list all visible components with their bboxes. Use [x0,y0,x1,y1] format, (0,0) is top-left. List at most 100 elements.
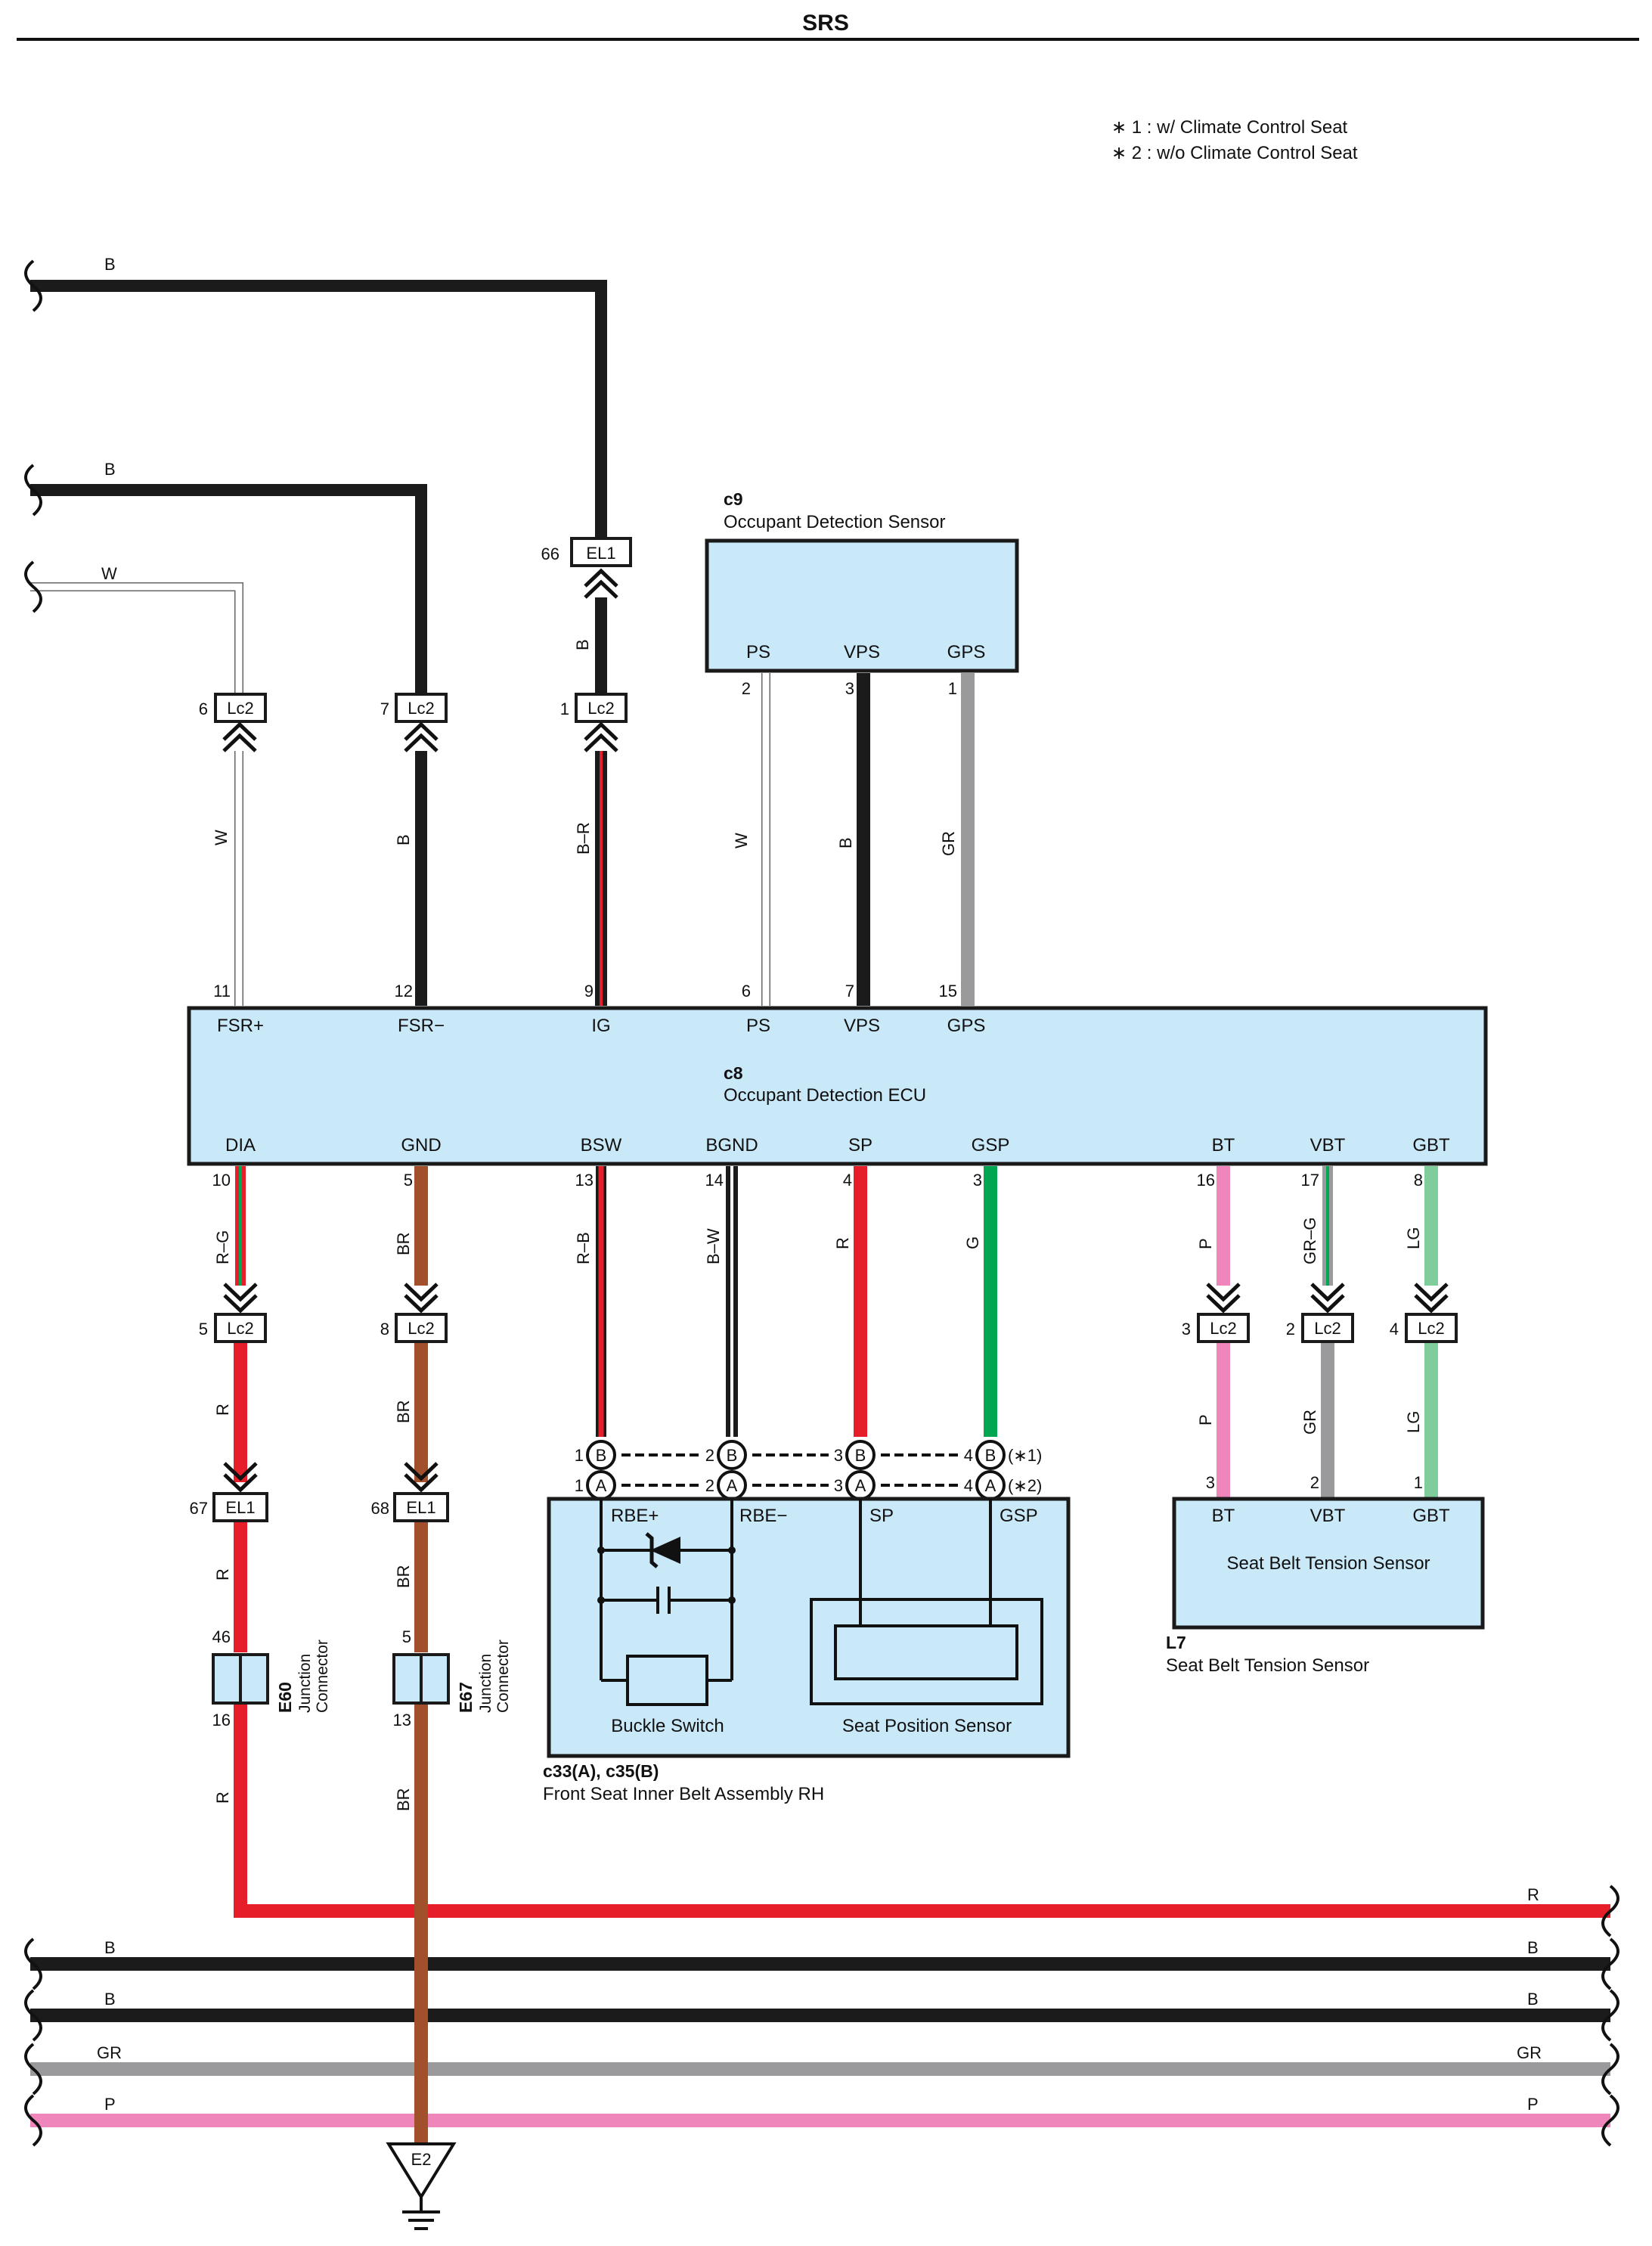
terminal-label: GPS [947,1016,986,1036]
ground-triangle-icon [386,2142,457,2200]
wire-color-label: B [104,460,116,479]
pin-label: 17 [1301,1171,1319,1190]
chevron-up-icon [404,721,439,752]
pin-label: 8 [380,1320,389,1339]
seat-position-sensor [810,1499,1043,1705]
pin-label: 1 [560,700,569,718]
wire-color-label: W [101,564,117,583]
pin-label: 46 [212,1627,231,1646]
break-mark [1601,1885,1619,1937]
connector-letter: A [727,1476,738,1495]
pin-label: 5 [199,1320,208,1339]
wire-color-label: R [1527,1885,1539,1904]
pin-label: 2 [705,1446,714,1465]
connector-el1-ig [570,537,632,567]
wire-color-label: B [394,834,413,845]
connector-letter: A [596,1476,607,1495]
component-name-belt: Front Seat Inner Belt Assembly RH [543,1784,824,1804]
wire-color-label: R–G [213,1230,232,1264]
component-id-c9: c9 [724,489,743,509]
pin-label: 2 [705,1476,714,1495]
connector-label: Lc2 [1210,1319,1236,1338]
terminal-label: PS [746,642,770,662]
chevron-up-icon [222,721,257,752]
wire-color-label: B [836,837,855,848]
pin-label: 3 [834,1446,843,1465]
pin-label: 2 [742,679,751,698]
connector-label: EL1 [406,1498,435,1517]
terminal-label: GSP [1000,1506,1038,1526]
connector-label: EL1 [225,1498,255,1517]
connector-label: Lc2 [408,699,434,718]
wire-color-label: P [1196,1414,1215,1425]
connector-letter: B [855,1446,866,1465]
connector-pin-b2 [717,1440,747,1470]
chevron-down-icon [223,1283,258,1314]
wire-color-label: B [104,1938,116,1957]
pin-label: 1 [575,1446,584,1465]
terminal-label: VPS [844,642,880,662]
wire-b-fsr-minus-upper [30,484,427,718]
wire-color-label: P [104,2095,116,2114]
terminal-label: GSP [972,1135,1010,1156]
pin-label: 3 [1182,1320,1191,1339]
pin-label: 6 [742,982,751,1000]
break-mark [1601,2094,1619,2147]
pin-label: 3 [973,1171,982,1190]
chevron-down-icon [1206,1283,1241,1314]
seat-position-label: Seat Position Sensor [842,1716,1012,1736]
pin-label: 3 [845,679,854,698]
pin-label: 2 [1310,1473,1319,1492]
occupant-detection-ecu-box [187,1006,1488,1166]
wire-color-label: R [833,1237,852,1249]
pin-label: 1 [1414,1473,1423,1492]
terminal-label: BGND [705,1135,758,1156]
pin-label: 4 [964,1446,973,1465]
connector-lc2-bt [1197,1313,1250,1343]
chevron-down-icon [1310,1283,1345,1314]
connector-lc2-vbt [1301,1313,1354,1343]
pin-label: 9 [584,982,594,1000]
break-mark [1601,1989,1619,2042]
pin-label: 1 [575,1476,584,1495]
connector-label: Lc2 [408,1319,434,1338]
connector-letter: A [855,1476,866,1495]
terminal-label: GPS [947,642,986,662]
wire-color-label: BR [394,1788,413,1811]
connector-label: Lc2 [227,699,253,718]
terminal-label: BT [1212,1506,1235,1526]
pin-label: 66 [541,544,559,563]
pin-label: 68 [371,1499,389,1518]
wire-color-label: B [1527,1990,1539,2009]
pin-label: 13 [393,1711,411,1729]
component-name-e60-2: Connector [314,1640,331,1713]
connector-pin-b1 [586,1440,616,1470]
pin-label: 8 [1414,1171,1423,1190]
terminal-label: IG [591,1016,610,1036]
wire-color-label: R [213,1792,232,1804]
pin-label: 14 [705,1171,724,1190]
break-mark [24,1989,42,2042]
component-name-e67-2: Connector [494,1640,512,1713]
pin-label: 5 [402,1627,411,1646]
chevron-up-icon [584,721,618,752]
chevron-down-icon [404,1462,439,1493]
connector-lc2-dia [214,1313,267,1343]
pin-label: 4 [964,1476,973,1495]
pin-label: 67 [190,1499,208,1518]
component-id-e60: E60 [275,1682,295,1713]
break-mark [24,2043,42,2096]
terminal-label: BSW [581,1135,622,1156]
pin-label: 1 [948,679,957,698]
note-1: ∗ 1 : w/ Climate Control Seat [1111,117,1348,138]
component-name-e60-1: Junction [296,1654,314,1713]
wire-color-label: BR [394,1232,413,1255]
wire-color-label: LG [1404,1227,1423,1249]
wire-color-label: B [104,255,116,274]
wire-color-label: R [213,1404,232,1416]
wire-color-label: B [573,639,592,650]
wire-b-ig-upper [30,280,607,548]
component-id-c8: c8 [724,1063,743,1083]
connector-lc2-gnd [395,1313,448,1343]
